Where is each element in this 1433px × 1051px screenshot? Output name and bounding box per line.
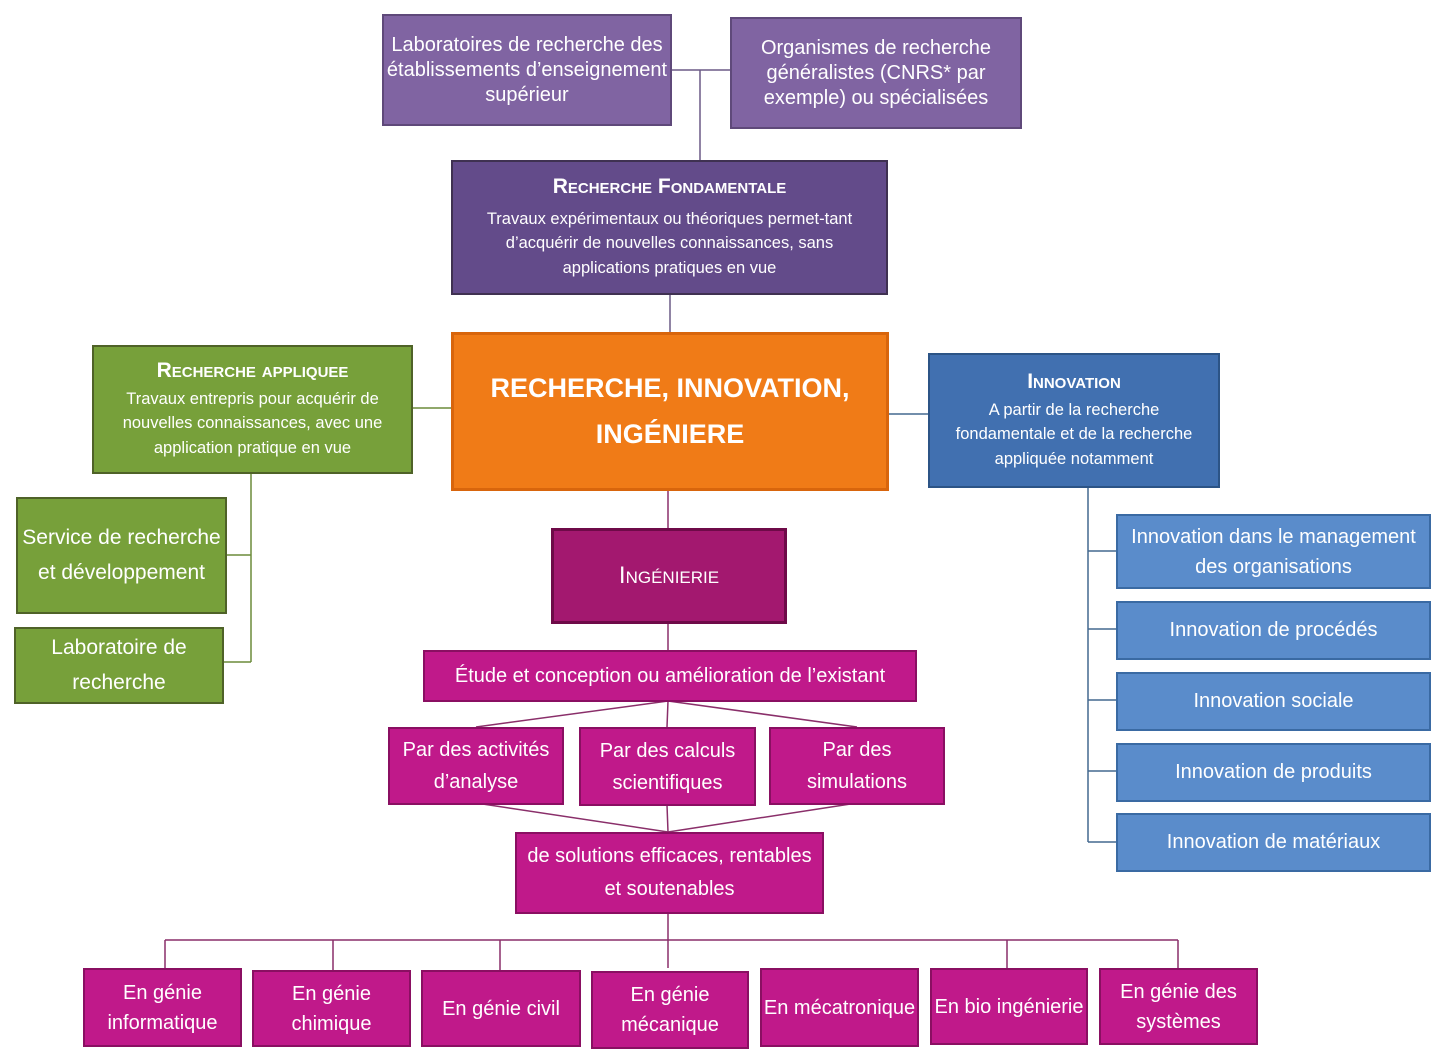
recherche-fondamentale-text: Travaux expérimentaux ou théoriques perm… bbox=[486, 209, 853, 278]
genie-box: En génie mécanique bbox=[591, 971, 749, 1049]
genie-label: En bio ingénierie bbox=[934, 995, 1084, 1018]
etude-text: Étude et conception ou amélioration de l… bbox=[454, 664, 886, 687]
laboratoire-text: Laboratoire de recherche bbox=[51, 635, 187, 694]
innovation-item-label: Innovation sociale bbox=[1193, 690, 1354, 712]
recherche-fondamentale-title: Recherche Fondamentale bbox=[552, 175, 787, 199]
genie-label: En génie mécanique bbox=[621, 984, 719, 1036]
innovation-item-label: Innovation de procédés bbox=[1169, 619, 1378, 641]
main-title: RECHERCHE, INNOVATION, INGÉNIERE bbox=[490, 372, 850, 449]
method-label: Par des calculs scientifiques bbox=[599, 739, 736, 794]
innovation-text: A partir de la recherche fondamentale et… bbox=[955, 400, 1193, 469]
innovation-title: Innovation bbox=[1027, 370, 1121, 394]
genie-box: En génie civil bbox=[421, 970, 581, 1047]
service-rd-box: Service de recherche et développement bbox=[16, 497, 227, 614]
method-label: Par des simulations bbox=[806, 739, 908, 793]
organismes-box: Organismes de recherche généralistes (CN… bbox=[730, 17, 1022, 129]
service-rd-text: Service de recherche et développement bbox=[22, 525, 221, 584]
main-box: RECHERCHE, INNOVATION, INGÉNIERE bbox=[451, 332, 889, 491]
genie-label: En génie des systèmes bbox=[1120, 980, 1237, 1033]
innovation-item: Innovation de matériaux bbox=[1116, 813, 1431, 872]
labs-text: Laboratoires de recherche des établissem… bbox=[386, 33, 668, 106]
labs-box: Laboratoires de recherche des établissem… bbox=[382, 14, 672, 126]
ingenierie-box: Ingénierie bbox=[551, 528, 787, 624]
innovation-item: Innovation dans le management des organi… bbox=[1116, 514, 1431, 589]
innovation-item-label: Innovation de matériaux bbox=[1166, 831, 1381, 853]
genie-box: En génie informatique bbox=[83, 968, 242, 1047]
genie-label: En mécatronique bbox=[763, 996, 916, 1019]
recherche-appliquee-title: Recherche appliquee bbox=[156, 359, 349, 383]
genie-label: En génie chimique bbox=[291, 982, 372, 1035]
organismes-text: Organismes de recherche généralistes (CN… bbox=[760, 36, 992, 109]
genie-label: En génie informatique bbox=[107, 981, 218, 1034]
genie-label: En génie civil bbox=[442, 997, 560, 1020]
genie-box: En génie des systèmes bbox=[1099, 968, 1258, 1045]
ingenierie-title: Ingénierie bbox=[618, 562, 720, 589]
innovation-item-label: Innovation dans le management des organi… bbox=[1131, 525, 1416, 578]
laboratoire-box: Laboratoire de recherche bbox=[14, 627, 224, 704]
recherche-appliquee-text: Travaux entrepris pour acquérir de nouve… bbox=[122, 389, 383, 458]
genie-box: En bio ingénierie bbox=[930, 968, 1088, 1045]
solutions-box: de solutions efficaces, rentables et sou… bbox=[515, 832, 824, 914]
method-label: Par des activités d’analyse bbox=[402, 739, 550, 793]
method-box: Par des activités d’analyse bbox=[388, 727, 564, 805]
genie-box: En génie chimique bbox=[252, 970, 411, 1047]
recherche-appliquee-box: Recherche appliquee Travaux entrepris po… bbox=[92, 345, 413, 474]
innovation-box: Innovation A partir de la recherche fond… bbox=[928, 353, 1220, 488]
innovation-item: Innovation de procédés bbox=[1116, 601, 1431, 660]
etude-box: Étude et conception ou amélioration de l… bbox=[423, 650, 917, 702]
solutions-text: de solutions efficaces, rentables et sou… bbox=[527, 845, 812, 900]
method-box: Par des calculs scientifiques bbox=[579, 727, 756, 806]
genie-box: En mécatronique bbox=[760, 968, 919, 1047]
method-box: Par des simulations bbox=[769, 727, 945, 805]
innovation-item-label: Innovation de produits bbox=[1175, 761, 1372, 783]
innovation-item: Innovation sociale bbox=[1116, 672, 1431, 731]
innovation-item: Innovation de produits bbox=[1116, 743, 1431, 802]
recherche-fondamentale-box: Recherche Fondamentale Travaux expérimen… bbox=[451, 160, 888, 295]
